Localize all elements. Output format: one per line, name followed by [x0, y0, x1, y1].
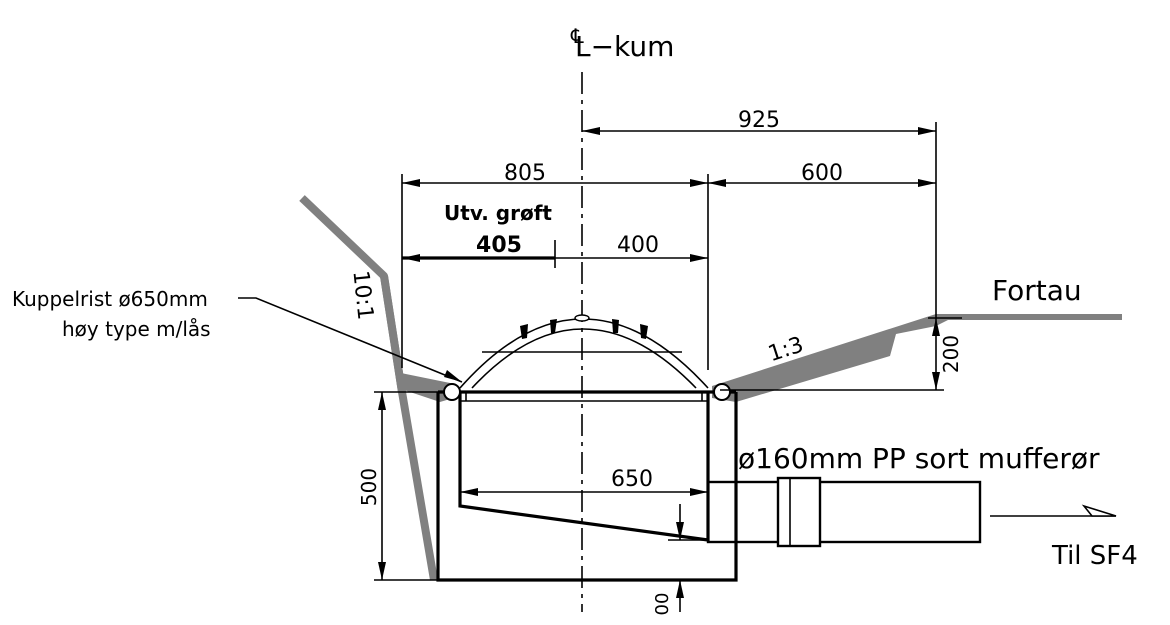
dim-200-arrow-b	[932, 372, 940, 390]
til-arrow-head	[1081, 504, 1117, 517]
basin-outer	[436, 392, 738, 582]
dim-405-text: 405	[476, 233, 522, 258]
dim-200-arrow-t	[932, 318, 940, 336]
pipe-socket	[776, 476, 822, 548]
dim-650-arrow-r	[690, 488, 708, 496]
right-slope-fill	[712, 314, 1122, 402]
dim-400-text: 400	[617, 233, 659, 258]
dim-00-arrow-t	[676, 522, 684, 540]
dim-805-arrow-r	[690, 179, 708, 187]
dim-600-text: 600	[801, 161, 843, 186]
dim-500-text: 500	[357, 468, 381, 506]
dim-925-text: 925	[738, 108, 780, 133]
dim-805-text: 805	[504, 161, 546, 186]
kuppelrist-leader-arrow	[444, 370, 462, 382]
dim-925-arrow-r	[918, 127, 936, 135]
dim-650-text: 650	[611, 467, 653, 492]
dim-500-arrow-b	[378, 562, 386, 580]
label-slope-left: 10:1	[347, 269, 377, 321]
dim-200-text: 200	[939, 335, 963, 373]
dim-00-text: 00	[652, 593, 673, 616]
dome-rib-2	[550, 319, 557, 333]
basin	[436, 383, 738, 582]
grate-seat-right	[713, 383, 731, 401]
dim-650-arrow-l	[460, 488, 478, 496]
dome-rib-1	[520, 324, 528, 339]
dim-00-arrow-b	[676, 580, 684, 598]
label-fortau: Fortau	[992, 274, 1082, 307]
dim-400-arrow-r	[690, 254, 708, 262]
basin-inner	[458, 392, 710, 542]
centerline-symbol: ℄	[570, 24, 584, 48]
dim-600-arrow-l	[708, 179, 726, 187]
dim-600-arrow-r	[918, 179, 936, 187]
label-kuppelrist-2: høy type m/lås	[62, 317, 211, 341]
label-utv-groft: Utv. grøft	[444, 201, 552, 225]
label-pipe: ø160mm PP sort mufferør	[738, 442, 1100, 475]
outlet-pipe	[706, 476, 982, 548]
dome-lock	[574, 314, 590, 322]
dome-rib-4	[640, 324, 648, 339]
label-kuppelrist-1: Kuppelrist ø650mm	[12, 287, 208, 311]
dome-inner	[471, 328, 697, 389]
left-trench-wall	[380, 275, 438, 581]
dim-805-arrow-l	[402, 179, 420, 187]
labels: 10:1 1:3 Fortau Kuppelrist ø650mm høy ty…	[12, 269, 1138, 571]
dim-405-arrow-l	[402, 254, 420, 262]
dome-rib-3	[612, 319, 619, 333]
dimensions: 925 805 600 Utv. grøft 405 400 200	[357, 108, 963, 615]
dome-grate	[459, 314, 709, 389]
terrain	[299, 195, 1122, 581]
centerline-label: L−kum	[575, 30, 674, 63]
pipe-body	[706, 480, 982, 544]
kuppelrist-leader	[238, 297, 463, 383]
dim-500-arrow-t	[378, 392, 386, 410]
grate-seat-left	[443, 383, 461, 401]
dim-925-arrow-l	[582, 127, 600, 135]
label-til-sf4: Til SF4	[1051, 541, 1138, 571]
